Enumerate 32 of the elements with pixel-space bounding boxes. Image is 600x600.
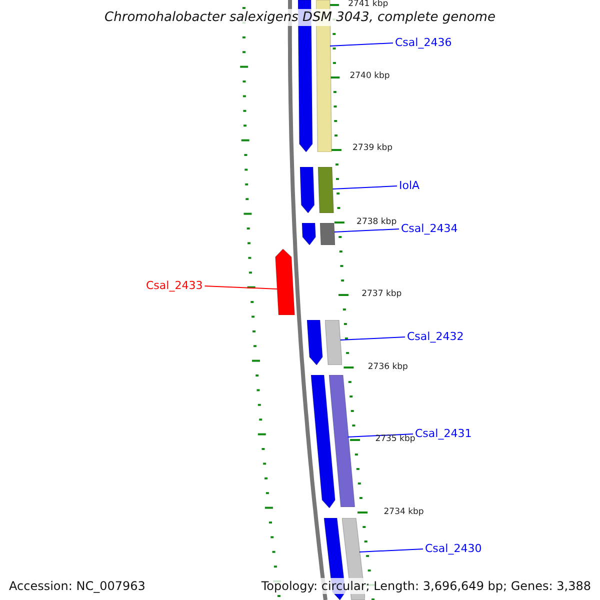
gene-label: Csal_2434 [401,222,458,236]
leader-line [332,186,398,190]
gene-feature [311,375,336,508]
leader-line [358,548,424,552]
position-label: 2735 kbp [375,434,416,444]
position-label: 2736 kbp [368,362,408,372]
position-label: 2737 kbp [362,289,402,299]
leader-line [329,42,394,46]
gene-feature [302,223,316,245]
gene-label: Csal_2436 [395,36,452,50]
feature-bar [329,375,355,507]
position-label: 2739 kbp [352,143,393,153]
position-label: 2734 kbp [384,507,424,517]
gene-label: Csal_2432 [407,330,464,344]
leader-line [204,286,278,290]
gene-feature [275,249,295,315]
gene-label: IolA [399,179,420,193]
footer-text: Topology: circular; Length: 3,696,649 bp; Genes: 3,388 [261,578,591,594]
leader-line [340,336,406,340]
leader-line [347,434,414,438]
gene-label: Csal_2433 [146,279,203,293]
feature-bar [320,223,336,245]
feature-bar [318,167,334,213]
gene-feature [307,320,324,365]
gene-label: Csal_2430 [425,542,482,556]
gene-label: Csal_2431 [415,427,472,441]
feature-bar [325,320,342,365]
footer-text: Accession: NC_007963 [9,578,146,594]
gene-feature [300,167,315,213]
position-label: 2738 kbp [356,217,397,227]
position-label: 2740 kbp [350,71,390,81]
leader-line [334,228,400,232]
